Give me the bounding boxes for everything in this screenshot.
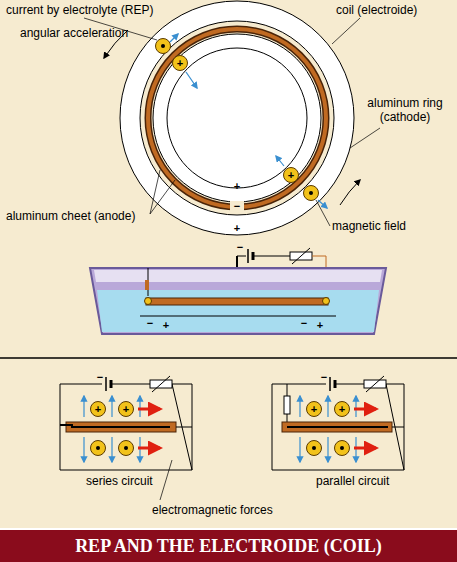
sign-symbol: + — [317, 320, 323, 331]
charge-dot — [340, 446, 344, 450]
ring-figure — [84, 1, 380, 235]
sign-symbol: − — [321, 372, 327, 383]
charge — [307, 402, 322, 417]
parallel-circuit — [272, 376, 404, 470]
field-arrow — [111, 396, 112, 417]
field-arrow — [327, 437, 328, 462]
sign-symbol: − — [97, 372, 103, 383]
sign-symbol: + — [339, 404, 345, 415]
sign-symbol: + — [288, 170, 294, 181]
field-arrow — [139, 396, 140, 417]
sign-symbol: − — [234, 201, 240, 212]
title-band: REP AND THE ELECTROIDE (COIL) — [0, 528, 457, 562]
charge-dot — [312, 446, 316, 450]
electrolyte-tray — [90, 248, 386, 334]
sign-symbol: + — [123, 404, 129, 415]
charge — [119, 402, 134, 417]
charge — [335, 441, 350, 456]
separator — [0, 357, 457, 359]
part-label: aluminum cheet (anode) — [6, 209, 135, 223]
charge — [91, 402, 106, 417]
sign-symbol: − — [301, 318, 307, 329]
charge-dot — [124, 446, 128, 450]
sign-symbol: − — [147, 318, 153, 329]
sign-symbol: + — [163, 320, 169, 331]
sign-symbol: + — [234, 223, 240, 234]
part-label: parallel circuit — [316, 474, 389, 488]
part-label: electromagnetic forces — [152, 503, 273, 517]
sign-symbol: + — [95, 404, 101, 415]
field-arrow — [327, 396, 328, 417]
title: REP AND THE ELECTROIDE (COIL) — [75, 536, 382, 557]
charge — [91, 441, 106, 456]
series-circuit — [60, 376, 192, 470]
charge — [307, 441, 322, 456]
part-label: magnetic field — [332, 219, 406, 233]
force-arrow — [354, 447, 376, 450]
charge — [335, 402, 350, 417]
field-arrow — [111, 437, 112, 462]
field-arrow — [299, 396, 300, 417]
field-arrow — [355, 396, 356, 417]
leader-line — [160, 460, 172, 500]
sign-symbol: + — [311, 404, 317, 415]
part-label: aluminum ring (cathode) — [362, 96, 448, 124]
sign-symbol: + — [177, 58, 183, 69]
field-arrow — [83, 396, 84, 417]
charge-dot — [96, 446, 100, 450]
part-label: angular acceleration — [20, 26, 128, 40]
sign-symbol: − — [237, 242, 243, 253]
field-arrow — [299, 437, 300, 462]
field-arrow — [83, 437, 84, 462]
charge — [119, 441, 134, 456]
part-label: coil (electroide) — [336, 3, 417, 17]
part-label: current by electrolyte (REP) — [6, 3, 153, 17]
part-label: series circuit — [86, 474, 153, 488]
force-arrow — [138, 408, 160, 411]
force-arrow — [138, 447, 160, 450]
sign-symbol: + — [234, 181, 240, 192]
force-arrow — [354, 408, 376, 411]
